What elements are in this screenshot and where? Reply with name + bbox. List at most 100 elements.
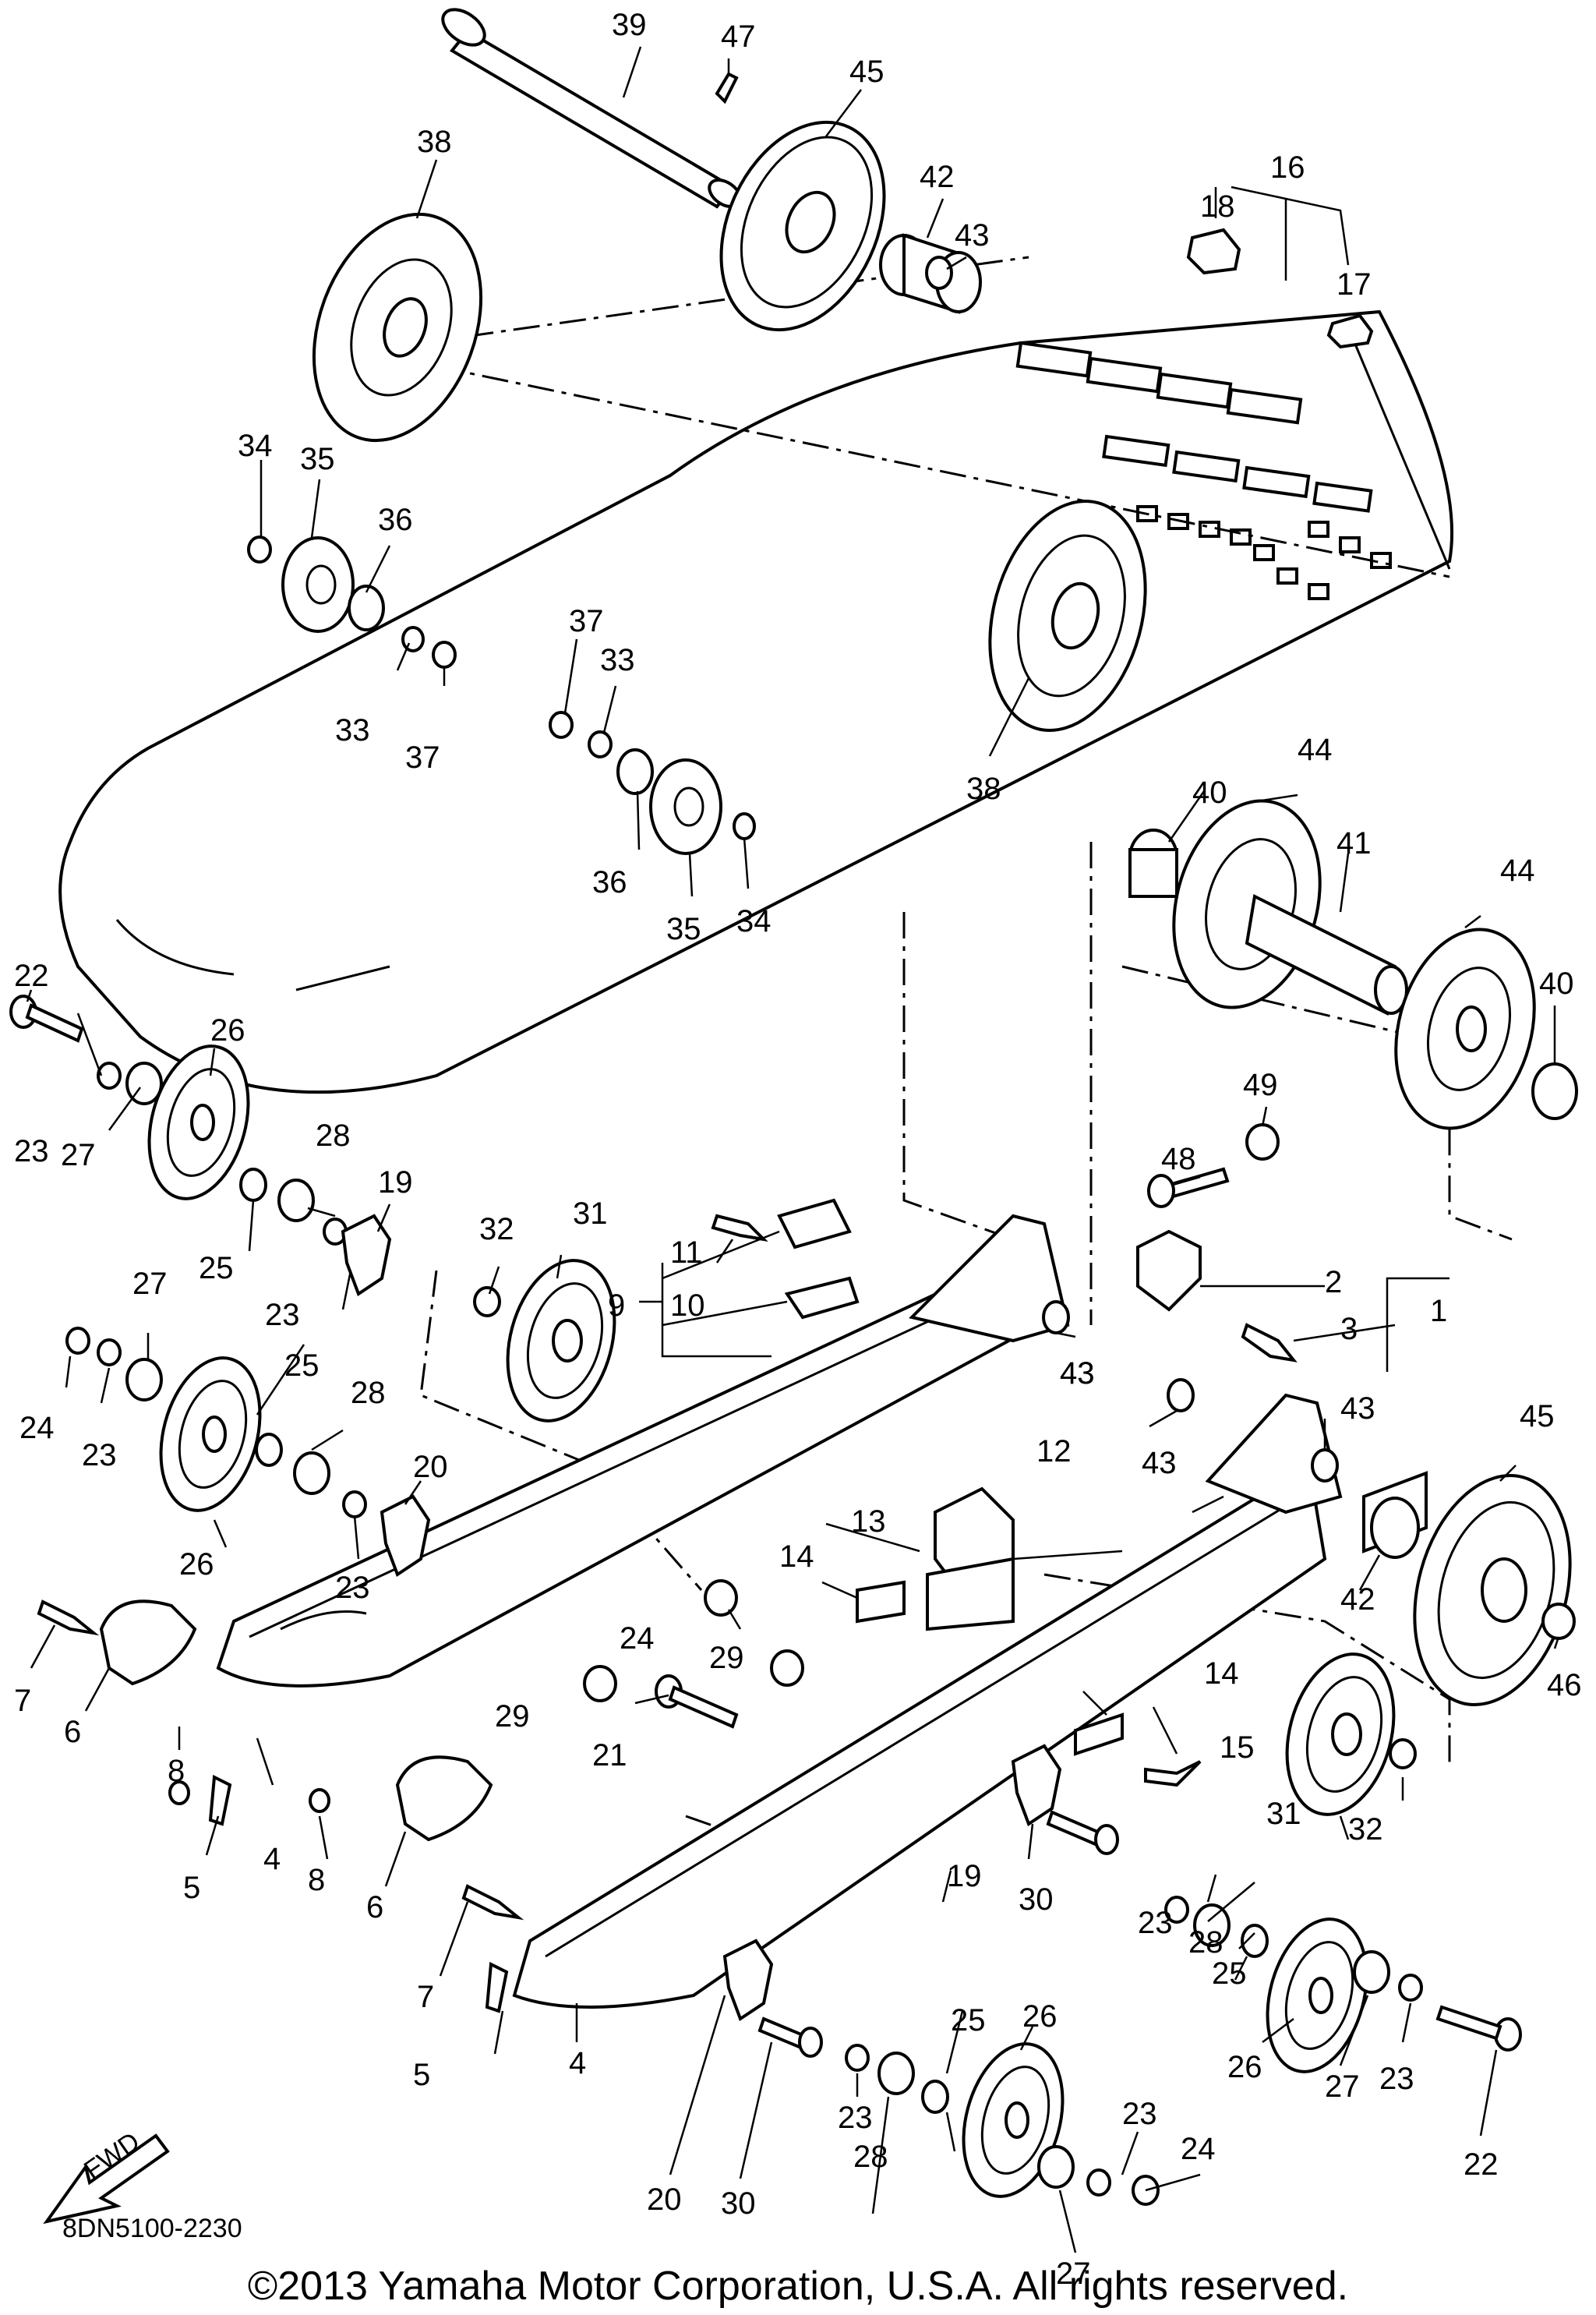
plate-11 xyxy=(777,1198,852,1249)
callout-17: 17 xyxy=(1336,267,1372,302)
callout-40a: 40 xyxy=(1192,776,1227,810)
part-code: 8DN5100-2230 xyxy=(62,2214,242,2243)
callout-14b: 14 xyxy=(1204,1656,1239,1691)
callout-23d: 23 xyxy=(335,1571,370,1605)
wheel-31-lower xyxy=(1285,1652,1396,1816)
callout-10: 10 xyxy=(670,1288,705,1323)
callout-43a: 43 xyxy=(955,218,990,253)
callout-7b: 7 xyxy=(417,1980,434,2014)
callout-41: 41 xyxy=(1336,826,1372,861)
callout-43b: 43 xyxy=(1060,1356,1095,1391)
callout-25c: 25 xyxy=(1212,1956,1247,1991)
callout-26c: 26 xyxy=(1227,2050,1262,2084)
callout-11: 11 xyxy=(670,1235,703,1270)
callout-38b: 38 xyxy=(966,772,1001,806)
callout-31b: 31 xyxy=(1266,1797,1301,1831)
callout-12: 12 xyxy=(1036,1434,1072,1469)
callout-27d: 27 xyxy=(1056,2257,1091,2291)
callout-20a: 20 xyxy=(413,1450,448,1484)
bearing-group-left xyxy=(247,535,457,669)
callout-30b: 30 xyxy=(721,2186,756,2221)
leader-lines xyxy=(26,46,1560,2253)
slide-rail-right xyxy=(512,1393,1343,2009)
callout-8b: 8 xyxy=(308,1863,325,1897)
wheel-26-a xyxy=(147,1044,250,1200)
callout-32a: 32 xyxy=(479,1212,514,1246)
callout-46: 46 xyxy=(1547,1668,1582,1702)
callout-14a: 14 xyxy=(779,1539,814,1574)
callout-36b: 36 xyxy=(592,865,627,899)
callout-23a: 23 xyxy=(14,1134,49,1168)
callout-45b: 45 xyxy=(1520,1399,1555,1433)
callout-34a: 34 xyxy=(238,429,273,463)
callout-28d: 28 xyxy=(853,2140,888,2174)
bolt-30-lower xyxy=(757,2016,823,2058)
callout-24a: 24 xyxy=(19,1411,55,1445)
callout-35b: 35 xyxy=(666,912,701,946)
slide-rail-left xyxy=(216,1214,1070,1688)
wheel-45-top xyxy=(719,120,886,332)
washer-43-top xyxy=(925,256,953,290)
callout-31a: 31 xyxy=(573,1196,608,1231)
callout-23f: 23 xyxy=(838,2101,873,2135)
callout-43d: 43 xyxy=(1340,1391,1375,1426)
callout-6b: 6 xyxy=(366,1890,383,1924)
arm-20-lower xyxy=(722,1939,774,2022)
axle-41-assembly xyxy=(1128,799,1578,1130)
callout-35a: 35 xyxy=(300,442,335,476)
track-clip-18 xyxy=(1186,228,1241,275)
callout-32b: 32 xyxy=(1348,1812,1383,1847)
bolt-30-upper xyxy=(1046,1810,1119,1855)
washer-43-mid xyxy=(1167,1378,1195,1412)
bolt-21 xyxy=(655,1674,739,1729)
callout-44a: 44 xyxy=(1298,733,1333,767)
callout-37a: 37 xyxy=(405,740,440,775)
arm-19-upper xyxy=(341,1214,392,1297)
callout-25b: 25 xyxy=(284,1348,320,1383)
wear-cap-6-upper xyxy=(99,1599,197,1686)
wheel-31-upper xyxy=(506,1259,616,1423)
callout-34b: 34 xyxy=(736,904,772,938)
callout-29a: 29 xyxy=(709,1641,744,1675)
callout-27b: 27 xyxy=(132,1267,168,1301)
callout-38a: 38 xyxy=(417,125,452,159)
plate-10 xyxy=(784,1276,860,1320)
callout-28c: 28 xyxy=(1188,1925,1223,1960)
callout-22a: 22 xyxy=(14,959,49,993)
rivet-3 xyxy=(1241,1323,1298,1362)
washer-32-upper xyxy=(473,1286,501,1317)
wheel-45-lower xyxy=(1413,1474,1572,1706)
fwd-arrow-icon: FWD xyxy=(43,2126,170,2225)
callout-49: 49 xyxy=(1243,1068,1278,1102)
bolt-22-upper xyxy=(9,995,84,1043)
callout-5b: 5 xyxy=(413,2058,430,2092)
callout-25a: 25 xyxy=(199,1251,234,1285)
callout-33a: 33 xyxy=(335,713,370,748)
callout-6a: 6 xyxy=(64,1715,81,1749)
callout-2: 2 xyxy=(1325,1265,1342,1299)
block-14-left xyxy=(856,1580,906,1624)
callout-4a: 4 xyxy=(263,1842,281,1876)
callout-28a: 28 xyxy=(316,1119,351,1153)
callout-27a: 27 xyxy=(61,1138,96,1172)
block-14-right xyxy=(1074,1712,1124,1756)
callout-23c: 23 xyxy=(82,1438,117,1472)
callout-25d: 25 xyxy=(951,2003,986,2038)
callout-27c: 27 xyxy=(1325,2069,1360,2104)
wheel-26-d xyxy=(962,2042,1065,2198)
wheel-26-b xyxy=(159,1356,262,1512)
arm-19-lower xyxy=(1011,1744,1062,1827)
callout-13: 13 xyxy=(851,1504,886,1539)
rivet-7-lower xyxy=(461,1884,524,1921)
callout-26b: 26 xyxy=(179,1547,214,1582)
callout-26a: 26 xyxy=(210,1013,245,1048)
washer-43-left xyxy=(1042,1300,1070,1334)
callout-9: 9 xyxy=(608,1288,625,1323)
wheel-26-c xyxy=(1266,1917,1368,2073)
arm-20-upper xyxy=(380,1494,431,1578)
callout-29b: 29 xyxy=(495,1699,530,1734)
callout-23h: 23 xyxy=(1379,2062,1414,2096)
callout-42a: 42 xyxy=(920,160,955,194)
callout-22b: 22 xyxy=(1464,2147,1499,2182)
